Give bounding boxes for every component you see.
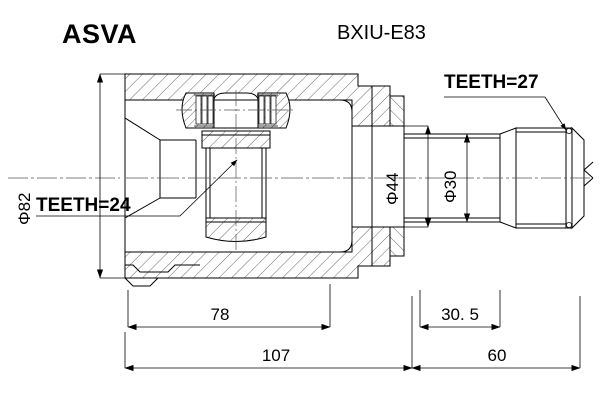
output-shaft: [396, 128, 593, 228]
housing-flange-lower: [371, 226, 391, 267]
dia-44-label: Φ44: [383, 173, 402, 205]
teeth-27-leader: [544, 96, 567, 131]
needle-rollers-left: [194, 94, 215, 127]
dimension-length-78: 78: [127, 284, 331, 331]
shaft-tip-marks: [584, 162, 593, 186]
dimension-length-107: 107: [124, 296, 413, 372]
housing-collar-lower: [389, 226, 405, 257]
housing-flange-upper: [371, 85, 391, 127]
housing-collar-upper: [389, 95, 405, 127]
housing-left-taper: [125, 118, 160, 218]
dia-82-label: Φ82: [15, 193, 34, 225]
len-305-label: 30. 5: [441, 305, 479, 324]
snap-ring-section-top: [566, 128, 572, 134]
housing-inner-cavity: [125, 100, 352, 252]
dimension-dia-82: Φ82: [15, 73, 125, 279]
dia-30-label: Φ30: [441, 171, 460, 203]
teeth-24-leader: [179, 159, 238, 217]
snap-ring-section-bottom: [566, 222, 572, 228]
callout-teeth-24: TEETH=24: [36, 159, 238, 217]
len-60-label: 60: [488, 346, 507, 365]
part-number: BXIU-E83: [337, 22, 426, 44]
len-107-label: 107: [262, 346, 290, 365]
callout-teeth-27: TEETH=27: [444, 72, 567, 131]
len-78-label: 78: [211, 305, 230, 324]
needle-rollers-right: [257, 94, 278, 127]
dimension-dia-44: Φ44: [383, 125, 432, 228]
housing-bottom-lip: [125, 278, 158, 286]
brand-logo: ASVA: [62, 19, 137, 49]
housing-bottom-groove: [125, 265, 200, 272]
dimension-length-30-5: 30. 5: [419, 290, 501, 331]
dimension-dia-30: Φ30: [440, 133, 471, 223]
teeth-24-label: TEETH=24: [36, 195, 131, 216]
teeth-27-label: TEETH=27: [444, 72, 539, 93]
dimension-length-60: 60: [411, 296, 581, 372]
